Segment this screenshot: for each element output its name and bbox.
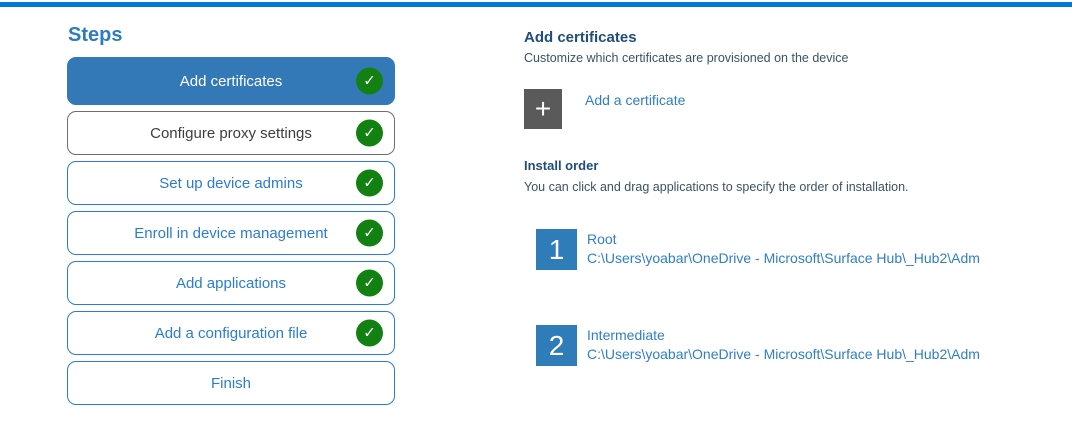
check-icon: ✓	[356, 219, 383, 247]
install-order-title: Install order	[524, 158, 599, 173]
step-add-a-configuration-file[interactable]: Add a configuration file ✓	[67, 311, 395, 355]
check-icon: ✓	[356, 169, 383, 197]
order-item-text: Root C:\Users\yoabar\OneDrive - Microsof…	[587, 229, 980, 270]
step-configure-proxy-settings[interactable]: Configure proxy settings ✓	[67, 111, 395, 155]
steps-panel-title: Steps	[68, 24, 123, 46]
add-certificate-label[interactable]: Add a certificate	[585, 92, 686, 108]
check-icon: ✓	[356, 319, 383, 347]
order-number-badge: 1	[536, 229, 577, 270]
step-add-certificates[interactable]: Add certificates ✓	[67, 57, 395, 105]
step-label: Add certificates	[179, 72, 283, 90]
plus-icon: +	[534, 93, 552, 124]
certificate-name: Intermediate	[587, 327, 665, 343]
steps-list: Add certificates ✓ Configure proxy setti…	[67, 57, 395, 411]
step-add-applications[interactable]: Add applications ✓	[67, 261, 395, 305]
certificate-name: Root	[587, 231, 617, 247]
check-icon: ✓	[356, 67, 383, 95]
install-order-item-root[interactable]: 1 Root C:\Users\yoabar\OneDrive - Micros…	[536, 229, 980, 270]
step-label: Add applications	[175, 274, 287, 292]
order-item-text: Intermediate C:\Users\yoabar\OneDrive - …	[587, 325, 980, 366]
step-label: Finish	[210, 374, 251, 392]
step-label: Enroll in device management	[134, 224, 328, 242]
page-title: Add certificates	[524, 29, 637, 46]
page-subtitle: Customize which certificates are provisi…	[524, 51, 849, 65]
check-icon: ✓	[356, 119, 383, 147]
step-finish[interactable]: Finish	[67, 361, 395, 405]
step-label: Add a configuration file	[154, 324, 308, 342]
top-accent-bar	[0, 2, 1072, 7]
step-label: Configure proxy settings	[150, 124, 312, 142]
certificate-path: C:\Users\yoabar\OneDrive - Microsoft\Sur…	[587, 250, 980, 266]
add-certificate-button[interactable]: +	[524, 89, 562, 129]
install-order-item-intermediate[interactable]: 2 Intermediate C:\Users\yoabar\OneDrive …	[536, 325, 980, 366]
step-label: Set up device admins	[159, 174, 303, 192]
install-order-description: You can click and drag applications to s…	[524, 180, 909, 194]
step-set-up-device-admins[interactable]: Set up device admins ✓	[67, 161, 395, 205]
order-number-badge: 2	[536, 325, 577, 366]
check-icon: ✓	[356, 269, 383, 297]
certificate-path: C:\Users\yoabar\OneDrive - Microsoft\Sur…	[587, 346, 980, 362]
step-enroll-in-device-management[interactable]: Enroll in device management ✓	[67, 211, 395, 255]
